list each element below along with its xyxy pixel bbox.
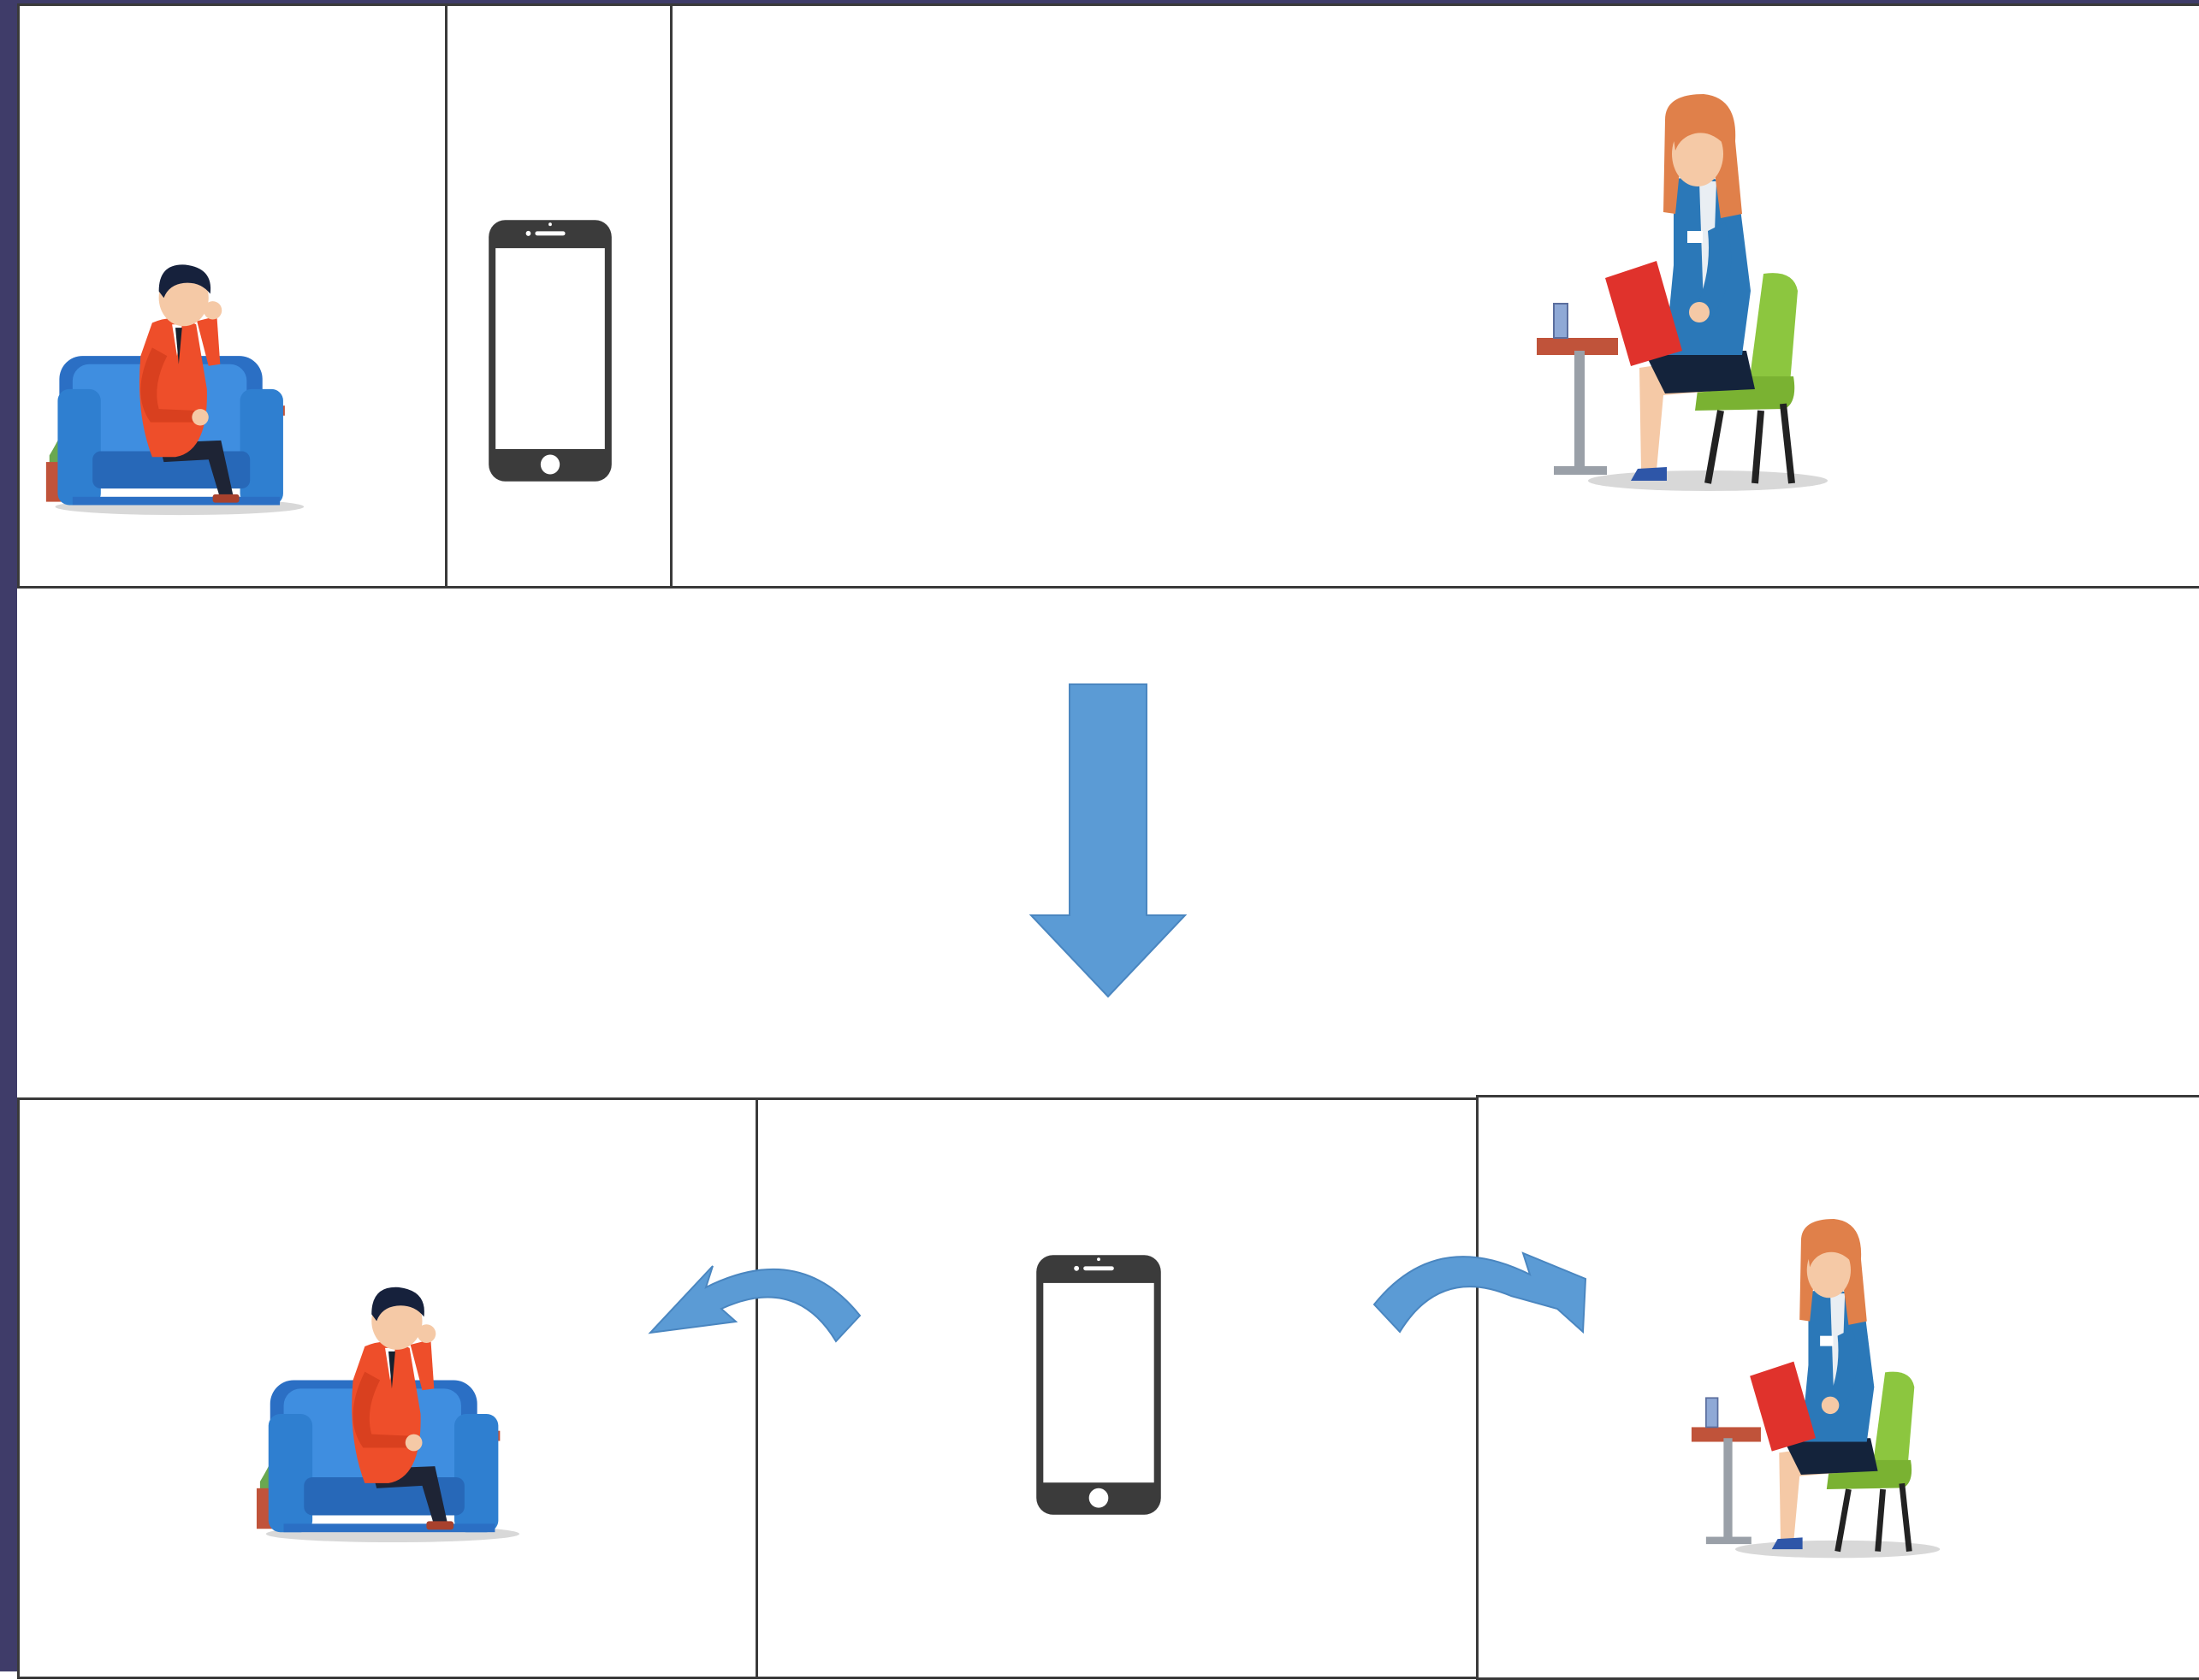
curved-arrow-left-icon <box>646 1257 868 1352</box>
seated-patient-icon <box>43 244 308 526</box>
top-therapist-cell <box>670 3 2199 589</box>
frame-top-edge <box>17 0 2199 5</box>
seated-therapist-icon <box>1532 94 1833 505</box>
smartphone-icon <box>1034 1252 1164 1517</box>
seated-therapist-icon <box>1687 1219 1944 1570</box>
down-arrow-icon <box>1027 683 1189 1001</box>
frame-left-edge <box>0 0 17 1671</box>
smartphone-icon <box>486 217 614 484</box>
seated-patient-icon <box>253 1264 524 1555</box>
curved-arrow-right-icon <box>1367 1245 1591 1343</box>
